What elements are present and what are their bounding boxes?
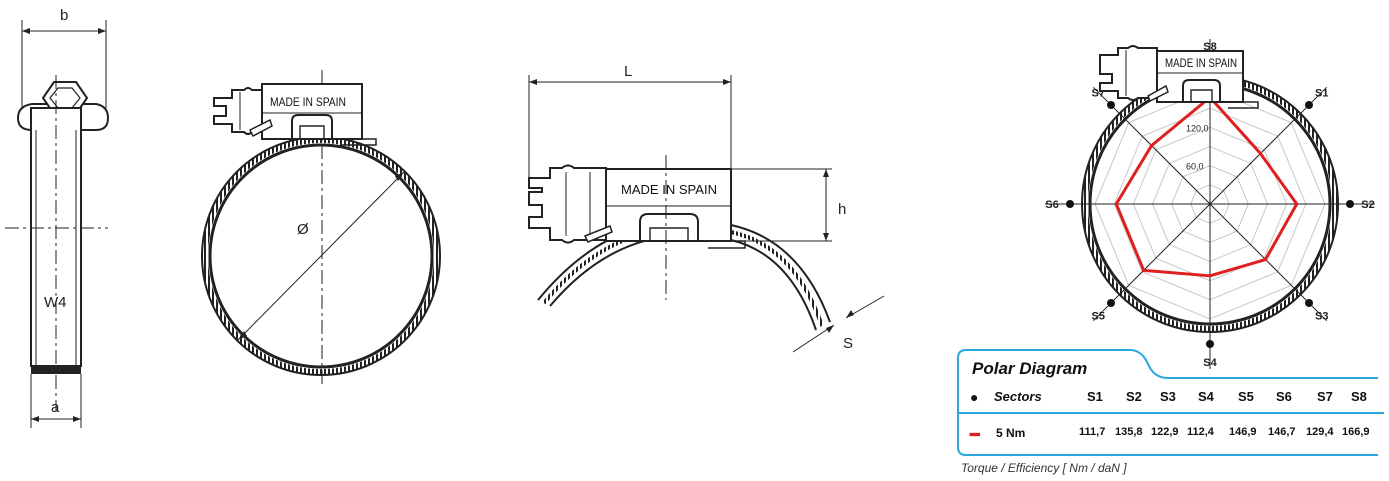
legend-frame <box>957 349 1378 456</box>
dim-a-label: a <box>51 399 60 416</box>
series-swatch-icon: ━ <box>970 427 980 444</box>
polar-diagram-title: Polar Diagram <box>972 359 1088 378</box>
value-s5: 146,9 <box>1229 426 1257 438</box>
sector-label-s2: S2 <box>1361 199 1374 211</box>
front-stamp-text: MADE IN SPAIN <box>270 95 346 109</box>
sector-label-s3: S3 <box>1315 311 1328 323</box>
series-point-s2 <box>1295 202 1299 206</box>
value-s3: 122,9 <box>1151 426 1179 438</box>
series-point-s3 <box>1263 257 1268 262</box>
front-view: Ø MADE IN SPAIN <box>201 70 441 384</box>
detail-view: L h MADE IN SPAIN S <box>528 63 885 353</box>
sectors-label: Sectors <box>994 389 1042 404</box>
sector-header-s7: S7 <box>1317 389 1333 404</box>
sector-dot-s5 <box>1107 298 1116 307</box>
value-s7: 129,4 <box>1306 426 1334 438</box>
sector-dot-s7 <box>1107 101 1116 110</box>
side-view: b W4 a <box>5 7 110 428</box>
series-point-s5 <box>1142 268 1146 272</box>
sector-header-s1: S1 <box>1087 389 1103 404</box>
value-s6: 146,7 <box>1268 426 1296 438</box>
sector-dot-s1 <box>1304 101 1313 110</box>
series-point-s1 <box>1258 151 1263 156</box>
dim-h-label: h <box>838 201 846 218</box>
dim-diameter-label: Ø <box>297 221 309 238</box>
sector-dot-s4 <box>1206 340 1214 348</box>
sector-label-s1: S1 <box>1315 87 1328 99</box>
series-point-s4 <box>1208 274 1212 278</box>
ring-label: 60,0 <box>1186 162 1204 172</box>
legend-sectors-row: ● Sectors S1 S2 S3 S4 S5 S6 S7 S8 <box>970 389 1380 409</box>
series-point-s6 <box>1114 202 1118 206</box>
sector-dot-s3 <box>1304 298 1313 307</box>
dim-b-label: b <box>60 7 68 24</box>
dim-S-label: S <box>843 335 853 352</box>
sector-label-s4: S4 <box>1203 357 1217 369</box>
ring-label: 120,0 <box>1186 123 1209 133</box>
sector-header-s4: S4 <box>1198 389 1214 404</box>
value-s8: 166,9 <box>1342 426 1370 438</box>
sector-header-s2: S2 <box>1126 389 1142 404</box>
sector-header-s8: S8 <box>1351 389 1367 404</box>
sector-label-s6: S6 <box>1045 199 1058 211</box>
value-s4: 112,4 <box>1187 426 1214 438</box>
bullet-icon: ● <box>970 389 979 405</box>
value-s1: 111,7 <box>1079 426 1106 438</box>
sector-header-s3: S3 <box>1160 389 1176 404</box>
sector-label-s5: S5 <box>1092 311 1105 323</box>
sector-dot-s2 <box>1346 200 1354 208</box>
sector-header-s6: S6 <box>1276 389 1292 404</box>
detail-stamp-text: MADE IN SPAIN <box>621 182 717 197</box>
dim-w4-label: W4 <box>44 294 67 311</box>
series-point-s7 <box>1149 143 1154 148</box>
sector-dot-s6 <box>1066 200 1074 208</box>
legend-series-row: ━ 5 Nm 111,7 135,8 122,9 112,4 146,9 146… <box>970 426 1380 446</box>
series-label: 5 Nm <box>996 426 1026 440</box>
sector-header-s5: S5 <box>1238 389 1254 404</box>
value-s2: 135,8 <box>1115 426 1143 438</box>
polar-stamp-text: MADE IN SPAIN <box>1165 56 1237 70</box>
dim-L-label: L <box>624 63 632 80</box>
legend-caption: Torque / Efficiency [ Nm / daN ] <box>961 461 1127 475</box>
